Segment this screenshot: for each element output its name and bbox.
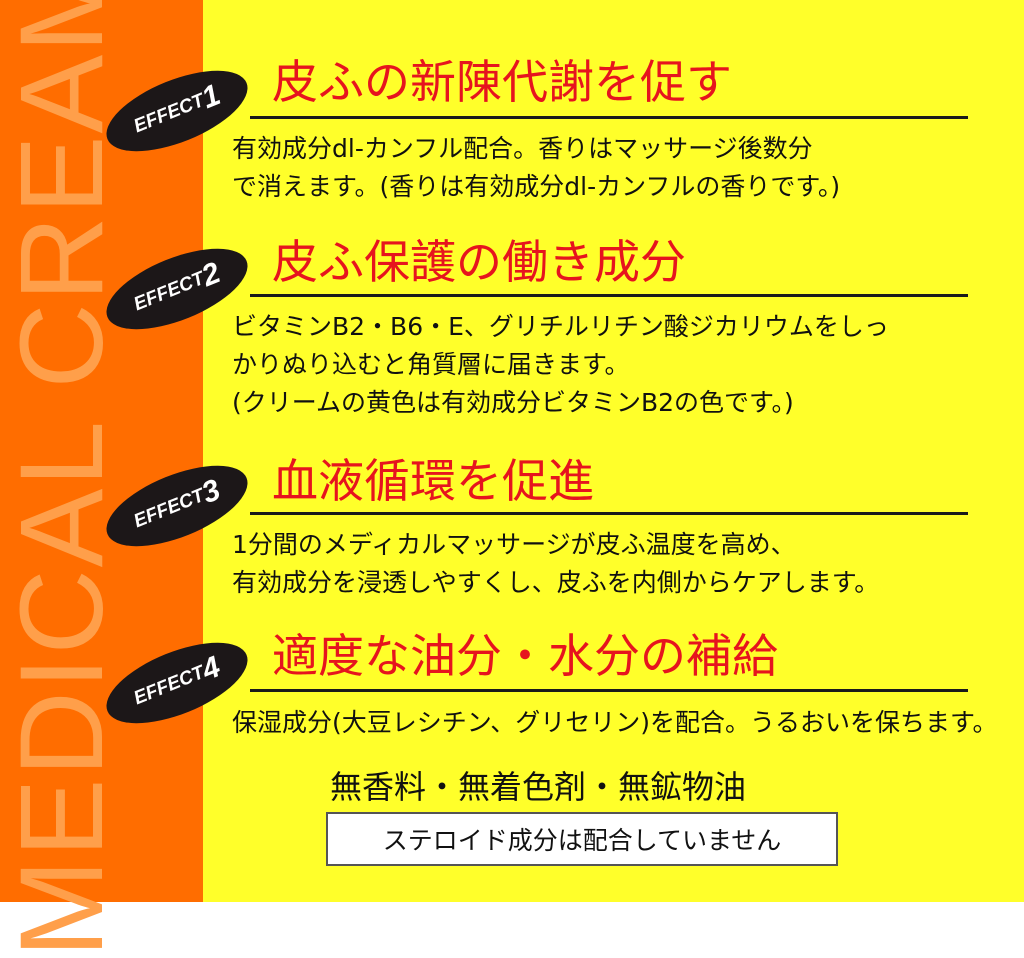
effect-title-2: 皮ふ保護の働き成分 [272,235,686,289]
body-line: 1分間のメディカルマッサージが皮ふ温度を高め、 [232,530,796,559]
effect-title-3: 血液循環を促進 [272,454,594,508]
effect-body-2: ビタミンB2・B6・E、グリチルリチン酸ジカリウムをしっ かりぬり込むと角質層に… [232,308,889,422]
effect-body-3: 1分間のメディカルマッサージが皮ふ温度を高め、 有効成分を浸透しやすくし、皮ふを… [232,526,879,602]
divider [250,294,968,297]
divider [250,689,968,692]
badge-word: EFFECT [130,485,208,533]
body-line: かりぬり込むと角質層に届きます。 [232,350,630,379]
free-from-label: 無香料・無着色剤・無鉱物油 [330,768,747,806]
effect-title-1: 皮ふの新陳代謝を促す [272,55,732,109]
body-line: ビタミンB2・B6・E、グリチルリチン酸ジカリウムをしっ [232,312,889,341]
body-line: (クリームの黄色は有効成分ビタミンB2の色です。) [232,388,794,417]
effect-body-4: 保湿成分(大豆レシチン、グリセリン)を配合。うるおいを保ちます。 [232,704,998,742]
badge-word: EFFECT [130,662,208,710]
badge-word: EFFECT [130,90,208,138]
body-line: で消えます。(香りは有効成分dl-カンフルの香りです。) [232,172,841,201]
divider [250,116,968,119]
divider [250,512,968,515]
side-band: MEDICAL CREAM [0,0,203,958]
badge-word: EFFECT [130,268,208,316]
body-line: 保湿成分(大豆レシチン、グリセリン)を配合。うるおいを保ちます。 [232,708,998,737]
body-line: 有効成分dl-カンフル配合。香りはマッサージ後数分 [232,134,813,163]
body-line: 有効成分を浸透しやすくし、皮ふを内側からケアします。 [232,568,880,597]
effect-title-4: 適度な油分・水分の補給 [272,629,778,683]
effect-body-1: 有効成分dl-カンフル配合。香りはマッサージ後数分 で消えます。(香りは有効成分… [232,130,840,206]
steroid-free-note: ステロイド成分は配合していません [326,812,838,866]
